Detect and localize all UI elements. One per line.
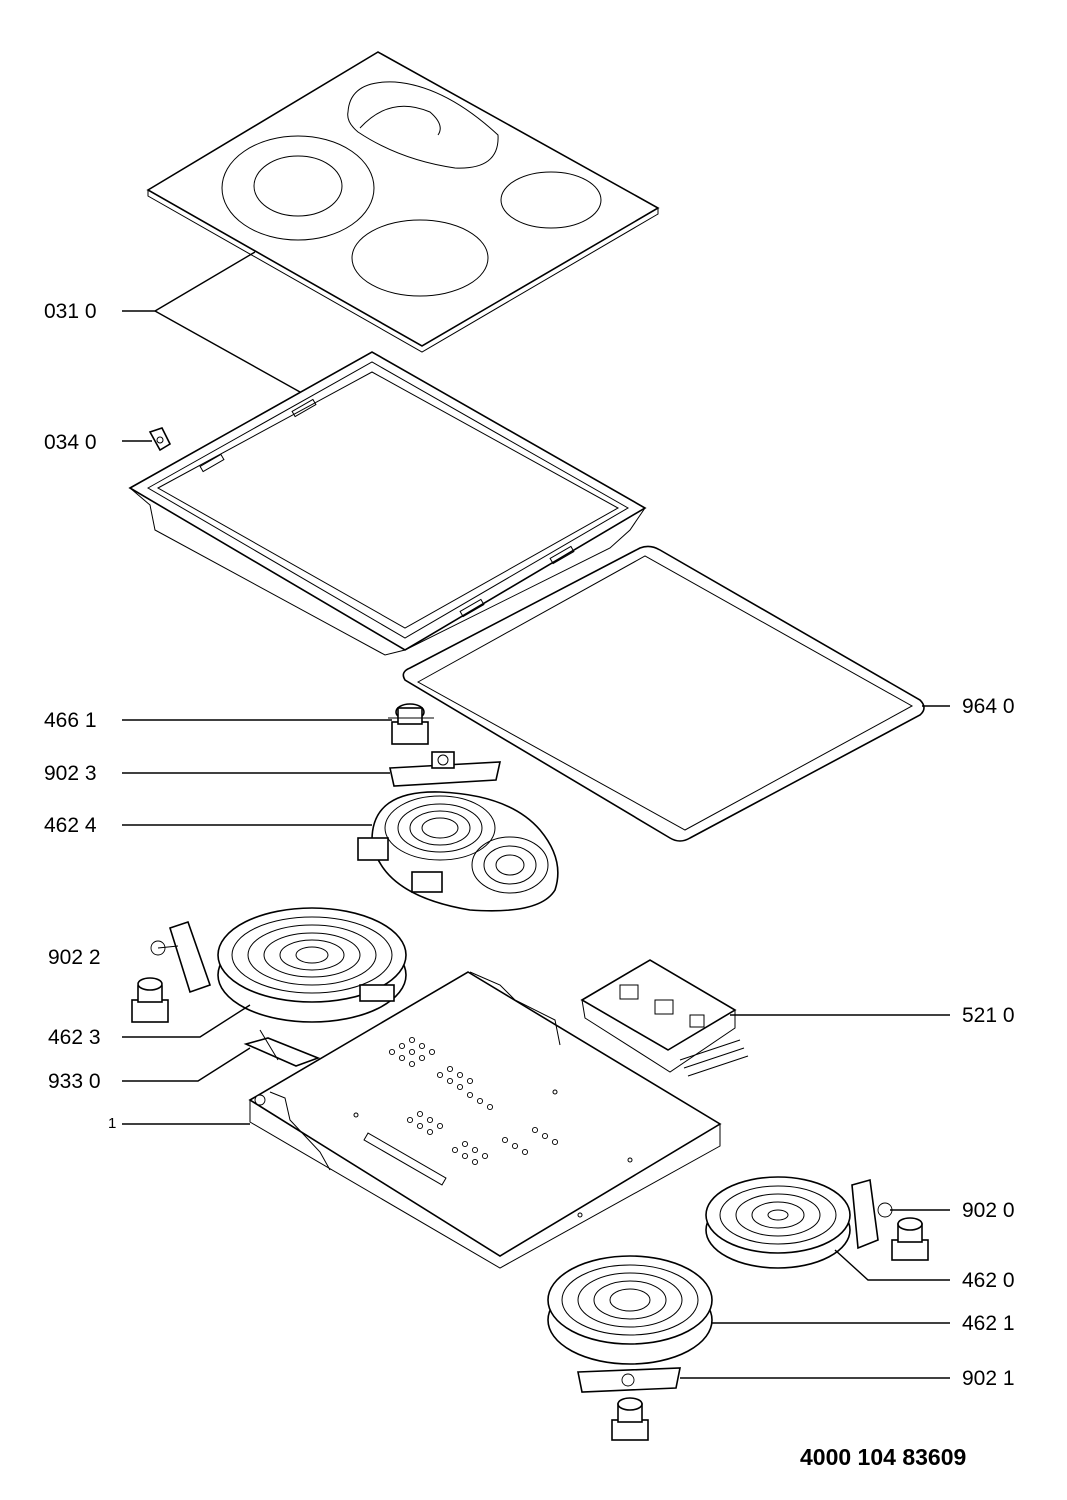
bracket-right-part (851, 1178, 893, 1250)
bracket-bottom-part (577, 1367, 681, 1393)
callout-bracket-right: 902 0 (962, 1199, 1015, 1222)
leader-lines (122, 251, 950, 1379)
callout-bracket-bottom: 902 1 (962, 1367, 1015, 1390)
callout-cooktop-glass: 031 0 (44, 300, 97, 323)
front-heater-part (547, 1255, 713, 1365)
base-tray-part (248, 971, 722, 1269)
limiter-top-part (388, 703, 434, 745)
document-number: 4000 104 83609 (800, 1444, 967, 1470)
callout-terminal-block: 521 0 (962, 1004, 1015, 1027)
terminal-block-part (580, 959, 749, 1077)
callout-spring-clip: 933 0 (48, 1070, 101, 1093)
callout-base-tray: 1 (108, 1115, 117, 1132)
limiter-right-part (891, 1217, 929, 1261)
callout-bracket-left: 902 2 (48, 946, 101, 969)
spring-clip-part (243, 1029, 321, 1067)
callout-front-heater: 462 1 (962, 1312, 1015, 1335)
limiter-bottom-part (611, 1397, 649, 1441)
bracket-top-part (389, 751, 502, 787)
cooktop-glass-part (146, 51, 660, 353)
large-heater-part (217, 907, 407, 1023)
gasket-part (402, 545, 925, 842)
callout-small-heater: 462 0 (962, 1269, 1015, 1292)
callout-large-heater: 462 3 (48, 1026, 101, 1049)
callout-clip: 034 0 (44, 431, 97, 454)
oval-heater-part (357, 791, 559, 912)
vent-holes (388, 1036, 559, 1166)
limiter-left-part (131, 977, 169, 1023)
clip-part (148, 427, 172, 452)
callout-gasket: 964 0 (962, 695, 1015, 718)
small-heater-part (705, 1176, 851, 1269)
callout-bracket-top: 902 3 (44, 762, 97, 785)
callout-oval-heater: 462 4 (44, 814, 97, 837)
callout-limiter-top: 466 1 (44, 709, 97, 732)
frame-part (128, 351, 647, 656)
bracket-left-part (150, 920, 212, 994)
